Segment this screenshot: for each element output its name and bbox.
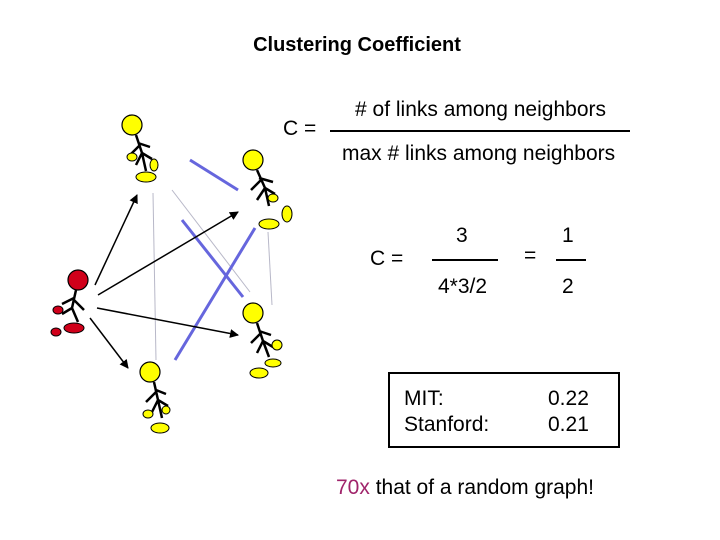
blue-link-1: [189, 158, 239, 192]
highlight-factor: 70x: [336, 476, 370, 499]
note-text: that of a random graph!: [369, 476, 594, 499]
calc-lhs: C =: [370, 247, 404, 270]
blue-link-2: [180, 219, 245, 298]
result-numerator: 1: [562, 224, 574, 247]
neighbor-blue-links: [173, 158, 257, 361]
center-arrows: [89, 194, 239, 369]
result-value-stanford: 0.21: [548, 413, 589, 436]
result-denominator: 2: [562, 275, 574, 298]
figure-top-right: [242, 149, 293, 230]
arrow-to-bottom-right: [96, 307, 239, 338]
result-fraction-bar: [556, 259, 586, 261]
result-label-stanford: Stanford:: [404, 413, 490, 436]
figure-top-left: [121, 114, 159, 183]
formula-numerator: # of links among neighbors: [355, 98, 606, 121]
result-label-mit: MIT:: [404, 387, 444, 410]
formula-lhs: C =: [283, 117, 317, 140]
arrow-to-top-right: [97, 211, 239, 296]
arrow-to-bottom-left: [89, 317, 129, 369]
blue-link-3: [173, 227, 257, 361]
figure-bottom-right: [242, 302, 283, 379]
calc-fraction-bar: [432, 259, 498, 261]
figure-center-red: [50, 269, 89, 337]
page-title: Clustering Coefficient: [253, 34, 461, 56]
figure-bottom-left: [139, 361, 171, 434]
results-box: MIT: Stanford: 0.22 0.21: [388, 372, 620, 448]
neighbor-gray-links: [152, 189, 273, 361]
formula-denominator: max # links among neighbors: [342, 142, 616, 165]
calc-denominator: 4*3/2: [438, 275, 488, 298]
calc-equals: =: [524, 244, 537, 267]
formula-fraction-bar: [330, 130, 630, 132]
calc-numerator: 3: [456, 224, 468, 247]
gray-link-c: [267, 231, 273, 306]
gray-link-a: [152, 192, 157, 361]
random-graph-note: 70x that of a random graph!: [336, 476, 594, 500]
result-value-mit: 0.22: [548, 387, 589, 410]
gray-link-b: [171, 189, 251, 293]
arrow-to-top-left: [94, 194, 138, 286]
